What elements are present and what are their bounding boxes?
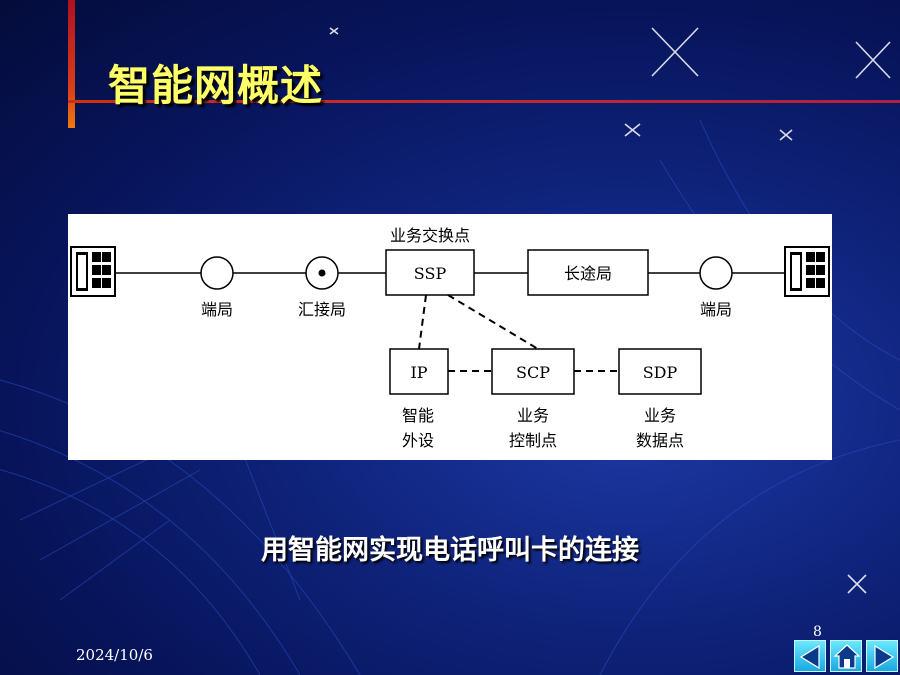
right-end-office-node <box>699 256 733 290</box>
scp-caption-1: 业务 <box>517 406 549 425</box>
triangle-left-icon <box>799 644 820 670</box>
intelligent-network-diagram: 业务交换点 SSP 长途局 端局 汇接局 端局 IP SCP SDP 智能 外设… <box>68 214 832 460</box>
toll-office-label: 长途局 <box>564 264 612 283</box>
left-end-office-node <box>200 256 234 290</box>
title-underline <box>68 100 900 103</box>
home-button[interactable] <box>830 640 862 672</box>
page-number: 8 <box>813 624 822 640</box>
right-end-office-label: 端局 <box>700 300 732 319</box>
ssp-box <box>385 249 475 296</box>
ip-caption-2: 外设 <box>402 431 434 450</box>
scp-caption-2: 控制点 <box>509 431 557 450</box>
toll-office-box <box>527 249 649 296</box>
sdp-caption-2: 数据点 <box>636 431 684 450</box>
sparkle-icon <box>329 27 891 594</box>
next-slide-button[interactable] <box>866 640 898 672</box>
home-icon <box>833 644 861 669</box>
slide-date: 2024/10/6 <box>76 646 153 664</box>
ssp-label: SSP <box>414 264 447 283</box>
sdp-box <box>618 348 702 395</box>
ip-box <box>389 348 449 395</box>
sdp-label: SDP <box>643 363 678 382</box>
telephone-icon <box>784 246 830 297</box>
tandem-office-label: 汇接局 <box>298 300 346 319</box>
scp-box <box>491 348 575 395</box>
slide-title: 智能网概述 <box>108 61 324 110</box>
telephone-icon <box>70 246 116 297</box>
ssp-top-label: 业务交换点 <box>390 226 470 245</box>
ip-caption-1: 智能 <box>402 406 434 425</box>
triangle-right-icon <box>874 644 895 670</box>
ip-label: IP <box>410 363 427 382</box>
slide-caption: 用智能网实现电话呼叫卡的连接 <box>261 535 639 566</box>
previous-slide-button[interactable] <box>794 640 826 672</box>
scp-label: SCP <box>516 363 550 382</box>
sdp-caption-1: 业务 <box>644 406 676 425</box>
title-accent-bar <box>68 0 75 128</box>
left-end-office-label: 端局 <box>201 300 233 319</box>
